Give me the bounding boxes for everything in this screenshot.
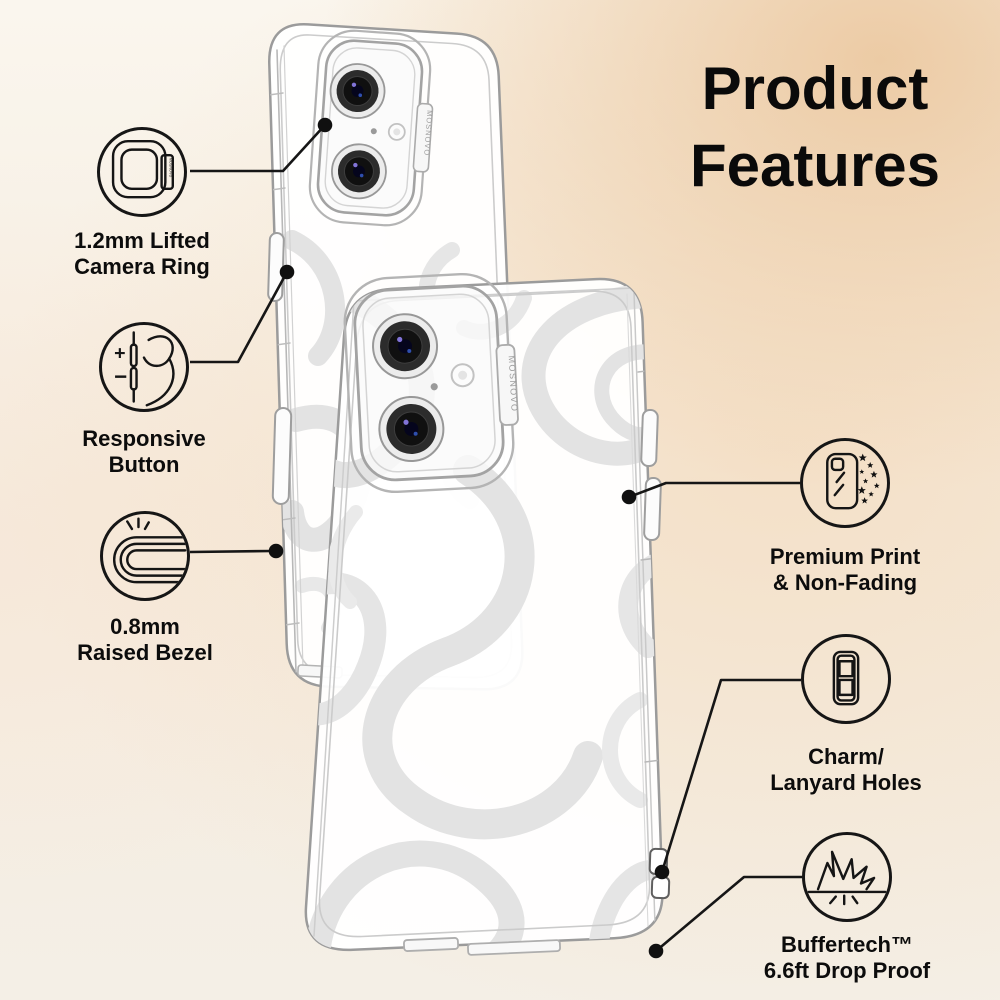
label-line: Button [108,452,180,477]
charm-lanyard-icon [801,634,891,724]
callout-dots [268,117,670,959]
label-line: 1.2mm Lifted [74,228,210,253]
brand-tab [412,102,434,173]
callout-line [190,124,326,173]
brand-tab [495,343,519,426]
camera-lens [331,143,387,200]
label-line: & Non-Fading [772,570,918,595]
label-line: Lanyard Holes [770,770,922,795]
label-line: Premium Print [769,544,921,569]
feature-label-responsive-button: Responsive Button [24,426,264,478]
callout-lines [189,124,802,952]
speaker-cutout-front [467,939,561,956]
callout-line [655,875,802,952]
label-line: Raised Bezel [77,640,213,665]
label-line: 6.6ft Drop Proof [763,958,931,983]
callout-dot [648,943,664,959]
port-cutout-front [403,937,460,952]
plus-label: + [114,343,125,365]
camera-lens [372,313,439,380]
label-line: 0.8mm [110,614,180,639]
side-button-front-bottom [643,477,662,542]
callout-line [660,678,801,873]
callout-dot [317,117,333,133]
raised-bezel-icon [100,511,190,601]
brand-tab-text: MOSNOVO [169,158,173,178]
brand-tab-text: MOSNOVO [422,110,434,157]
side-button-back-bottom [271,407,293,505]
brand-tab-text: MOSNOVO [507,355,520,412]
label-line: Buffertech™ [780,932,913,957]
minus-label: − [114,364,127,389]
title-line-2: Features [689,132,941,199]
phone-case-front: MOSNOVO [304,272,671,956]
callout-dot [621,489,637,505]
camera-ring-icon: MOSNOVO [97,127,187,217]
callout-dot [654,864,670,880]
responsive-button-icon: + − [99,322,189,412]
microphone-dot [370,128,377,135]
premium-print-icon [800,438,890,528]
label-line: Responsive [82,426,206,451]
title-line-1: Product [701,55,929,122]
feature-label-raised-bezel: 0.8mm Raised Bezel [25,614,265,666]
label-line: Camera Ring [74,254,210,279]
feature-label-camera-ring: 1.2mm Lifted Camera Ring [22,228,262,280]
label-line: Charm/ [808,744,884,769]
lanyard-hole-bottom [650,875,671,900]
feature-label-charm-lanyard: Charm/ Lanyard Holes [726,744,966,796]
callout-dot [268,543,284,559]
sparkle-stars [857,453,880,504]
camera-lens [378,395,445,462]
rear-camera-module-front: MOSNOVO [343,272,520,494]
callout-line [190,271,289,364]
callout-dot [279,264,295,280]
side-button-front-top [640,409,659,468]
page-title: Product Features [640,50,990,204]
microphone-dot [430,383,438,391]
camera-lens [329,63,386,119]
feature-label-premium-print: Premium Print & Non-Fading [725,544,965,596]
callout-line [628,481,800,499]
drop-proof-icon [802,832,892,922]
feature-label-buffertech: Buffertech™ 6.6ft Drop Proof [727,932,967,984]
callout-line [189,549,273,554]
